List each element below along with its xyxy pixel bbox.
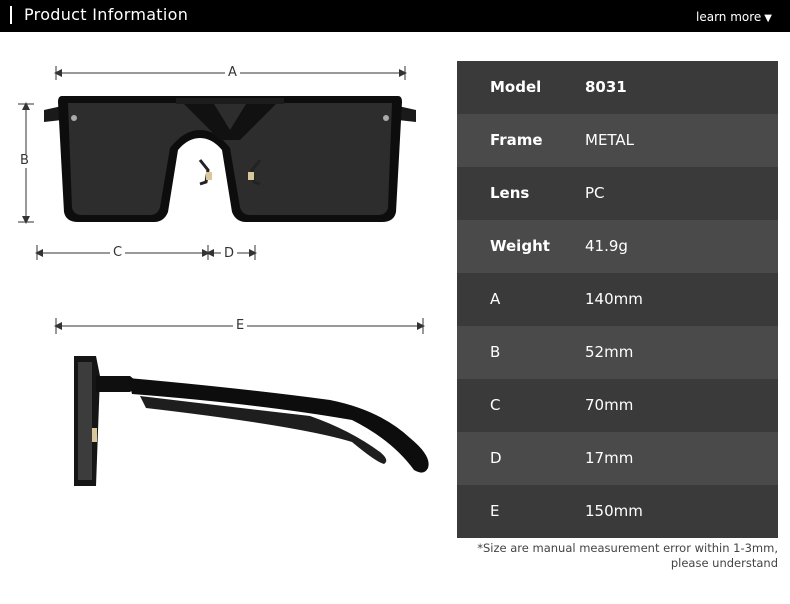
spec-row-e: E 150mm xyxy=(457,485,778,538)
spec-key: Frame xyxy=(490,131,543,149)
spec-value: 41.9g xyxy=(585,237,628,255)
spec-row-c: C 70mm xyxy=(457,379,778,432)
spec-row-lens: Lens PC xyxy=(457,167,778,220)
note-line-2: please understand xyxy=(670,556,778,570)
header-bar: Product Information learn more▼ xyxy=(0,0,790,32)
section-title: Product Information xyxy=(10,6,188,24)
spec-key: Weight xyxy=(490,237,550,255)
spec-key: D xyxy=(490,449,502,467)
spec-key: A xyxy=(490,290,501,308)
spec-value: 70mm xyxy=(585,396,634,414)
dimension-label-e: E xyxy=(233,319,248,333)
spec-row-weight: Weight 41.9g xyxy=(457,220,778,273)
spec-table: Model 8031 Frame METAL Lens PC Weight 41… xyxy=(457,61,778,538)
learn-more-link[interactable]: learn more▼ xyxy=(696,10,772,26)
spec-row-model: Model 8031 xyxy=(457,61,778,114)
dimension-label-d: D xyxy=(221,247,238,261)
spec-row-a: A 140mm xyxy=(457,273,778,326)
spec-key: Lens xyxy=(490,184,530,202)
learn-more-label: learn more xyxy=(696,10,762,24)
triangle-down-icon: ▼ xyxy=(764,13,772,24)
spec-row-b: B 52mm xyxy=(457,326,778,379)
spec-row-frame: Frame METAL xyxy=(457,114,778,167)
sunglasses-front-image xyxy=(44,96,416,222)
spec-value: 52mm xyxy=(585,343,634,361)
dimension-label-b: B xyxy=(17,154,32,168)
dimension-label-a: A xyxy=(225,66,240,80)
spec-row-d: D 17mm xyxy=(457,432,778,485)
spec-key: Model xyxy=(490,78,542,96)
spec-value: METAL xyxy=(585,131,635,149)
measurement-note: *Size are manual measurement error withi… xyxy=(448,541,778,571)
spec-value: 17mm xyxy=(585,449,634,467)
spec-value: 8031 xyxy=(585,78,627,96)
spec-value: 140mm xyxy=(585,290,643,308)
front-view-diagram xyxy=(18,66,416,260)
spec-value: 150mm xyxy=(585,502,643,520)
spec-key: C xyxy=(490,396,501,414)
sunglasses-side-image xyxy=(74,356,429,486)
spec-value: PC xyxy=(585,184,605,202)
spec-key: E xyxy=(490,502,500,520)
dimension-label-c: C xyxy=(110,246,126,260)
side-view-diagram xyxy=(54,318,429,486)
note-line-1: *Size are manual measurement error withi… xyxy=(477,541,778,555)
spec-key: B xyxy=(490,343,501,361)
